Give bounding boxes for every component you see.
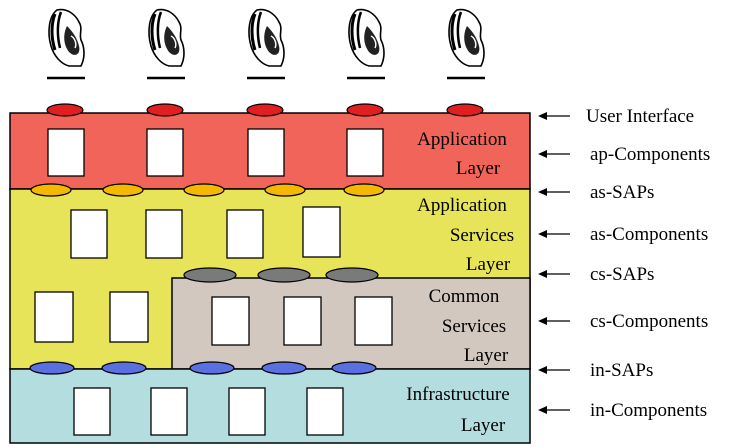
cs-component <box>283 296 322 346</box>
cs-components <box>211 296 393 346</box>
users <box>47 8 485 80</box>
cs-component <box>211 296 250 346</box>
ap-components <box>47 128 384 177</box>
in-components <box>73 387 344 436</box>
infrastructure-layer-title-line2: Layer <box>461 415 506 436</box>
infrastructure-layer-title-line1: Infrastructure <box>406 384 509 405</box>
ui-sap <box>46 103 84 117</box>
as-sap <box>102 183 144 197</box>
in-component <box>73 387 111 436</box>
annotation-arrows <box>538 112 570 414</box>
as-component <box>145 209 183 259</box>
common-services-layer-title-line3: Layer <box>464 345 509 366</box>
as-sap <box>343 183 385 197</box>
application-layer-title-line1: Application <box>417 129 507 150</box>
application-layer-title-line2: Layer <box>456 158 501 179</box>
arrow-left-icon <box>538 230 570 238</box>
ap-component <box>146 128 184 177</box>
in-sap <box>101 361 147 375</box>
as-sap <box>183 183 225 197</box>
cs-sap <box>257 267 311 283</box>
label-ap-components: ap-Components <box>590 144 710 165</box>
user-head-icon <box>347 8 385 80</box>
label-as-components: as-Components <box>590 224 708 245</box>
in-sap <box>189 361 235 375</box>
arrow-left-icon <box>538 366 570 374</box>
in-component <box>306 387 344 436</box>
arrow-left-icon <box>538 406 570 414</box>
cs-saps <box>183 267 379 283</box>
label-cs-components: cs-Components <box>590 311 708 332</box>
as-sap <box>264 183 306 197</box>
ap-component <box>346 128 384 177</box>
in-sap <box>331 361 377 375</box>
application-services-layer-title-line2: Services <box>450 225 514 246</box>
cs-sap <box>183 267 237 283</box>
label-cs-saps: cs-SAPs <box>590 264 654 285</box>
cs-sap <box>325 267 379 283</box>
in-sap <box>29 361 75 375</box>
ui-sap <box>346 103 384 117</box>
as-components <box>34 206 341 343</box>
as-component <box>70 209 108 259</box>
in-sap <box>261 361 307 375</box>
common-services-layer-title-line2: Services <box>442 316 506 337</box>
as-sap <box>30 183 72 197</box>
arrow-left-icon <box>538 112 570 120</box>
as-component <box>226 209 264 259</box>
user-interface-saps <box>46 103 484 117</box>
application-services-layer-title-line1: Application <box>417 195 507 216</box>
label-in-saps: in-SAPs <box>590 360 653 381</box>
ui-sap <box>446 103 484 117</box>
as-component <box>302 206 341 258</box>
arrow-left-icon <box>538 188 570 196</box>
ui-sap <box>246 103 284 117</box>
as-saps <box>30 183 385 197</box>
user-head-icon <box>247 8 285 80</box>
label-as-saps: as-SAPs <box>590 182 654 203</box>
label-user-interface: User Interface <box>586 106 694 127</box>
cs-component <box>354 296 393 346</box>
common-services-layer-title-line1: Common <box>429 286 500 307</box>
user-head-icon <box>147 8 185 80</box>
arrow-left-icon <box>538 270 570 278</box>
user-head-icon <box>47 8 85 80</box>
in-saps <box>29 361 377 375</box>
label-in-components: in-Components <box>590 400 707 421</box>
as-component <box>34 291 74 343</box>
ui-sap <box>146 103 184 117</box>
in-component <box>228 387 266 436</box>
user-head-icon <box>447 8 485 80</box>
in-component <box>150 387 188 436</box>
ap-component <box>47 128 85 177</box>
as-component <box>109 291 149 343</box>
ap-component <box>247 128 285 177</box>
arrow-left-icon <box>538 150 570 158</box>
application-services-layer-title-line3: Layer <box>466 254 511 275</box>
arrow-left-icon <box>538 317 570 325</box>
